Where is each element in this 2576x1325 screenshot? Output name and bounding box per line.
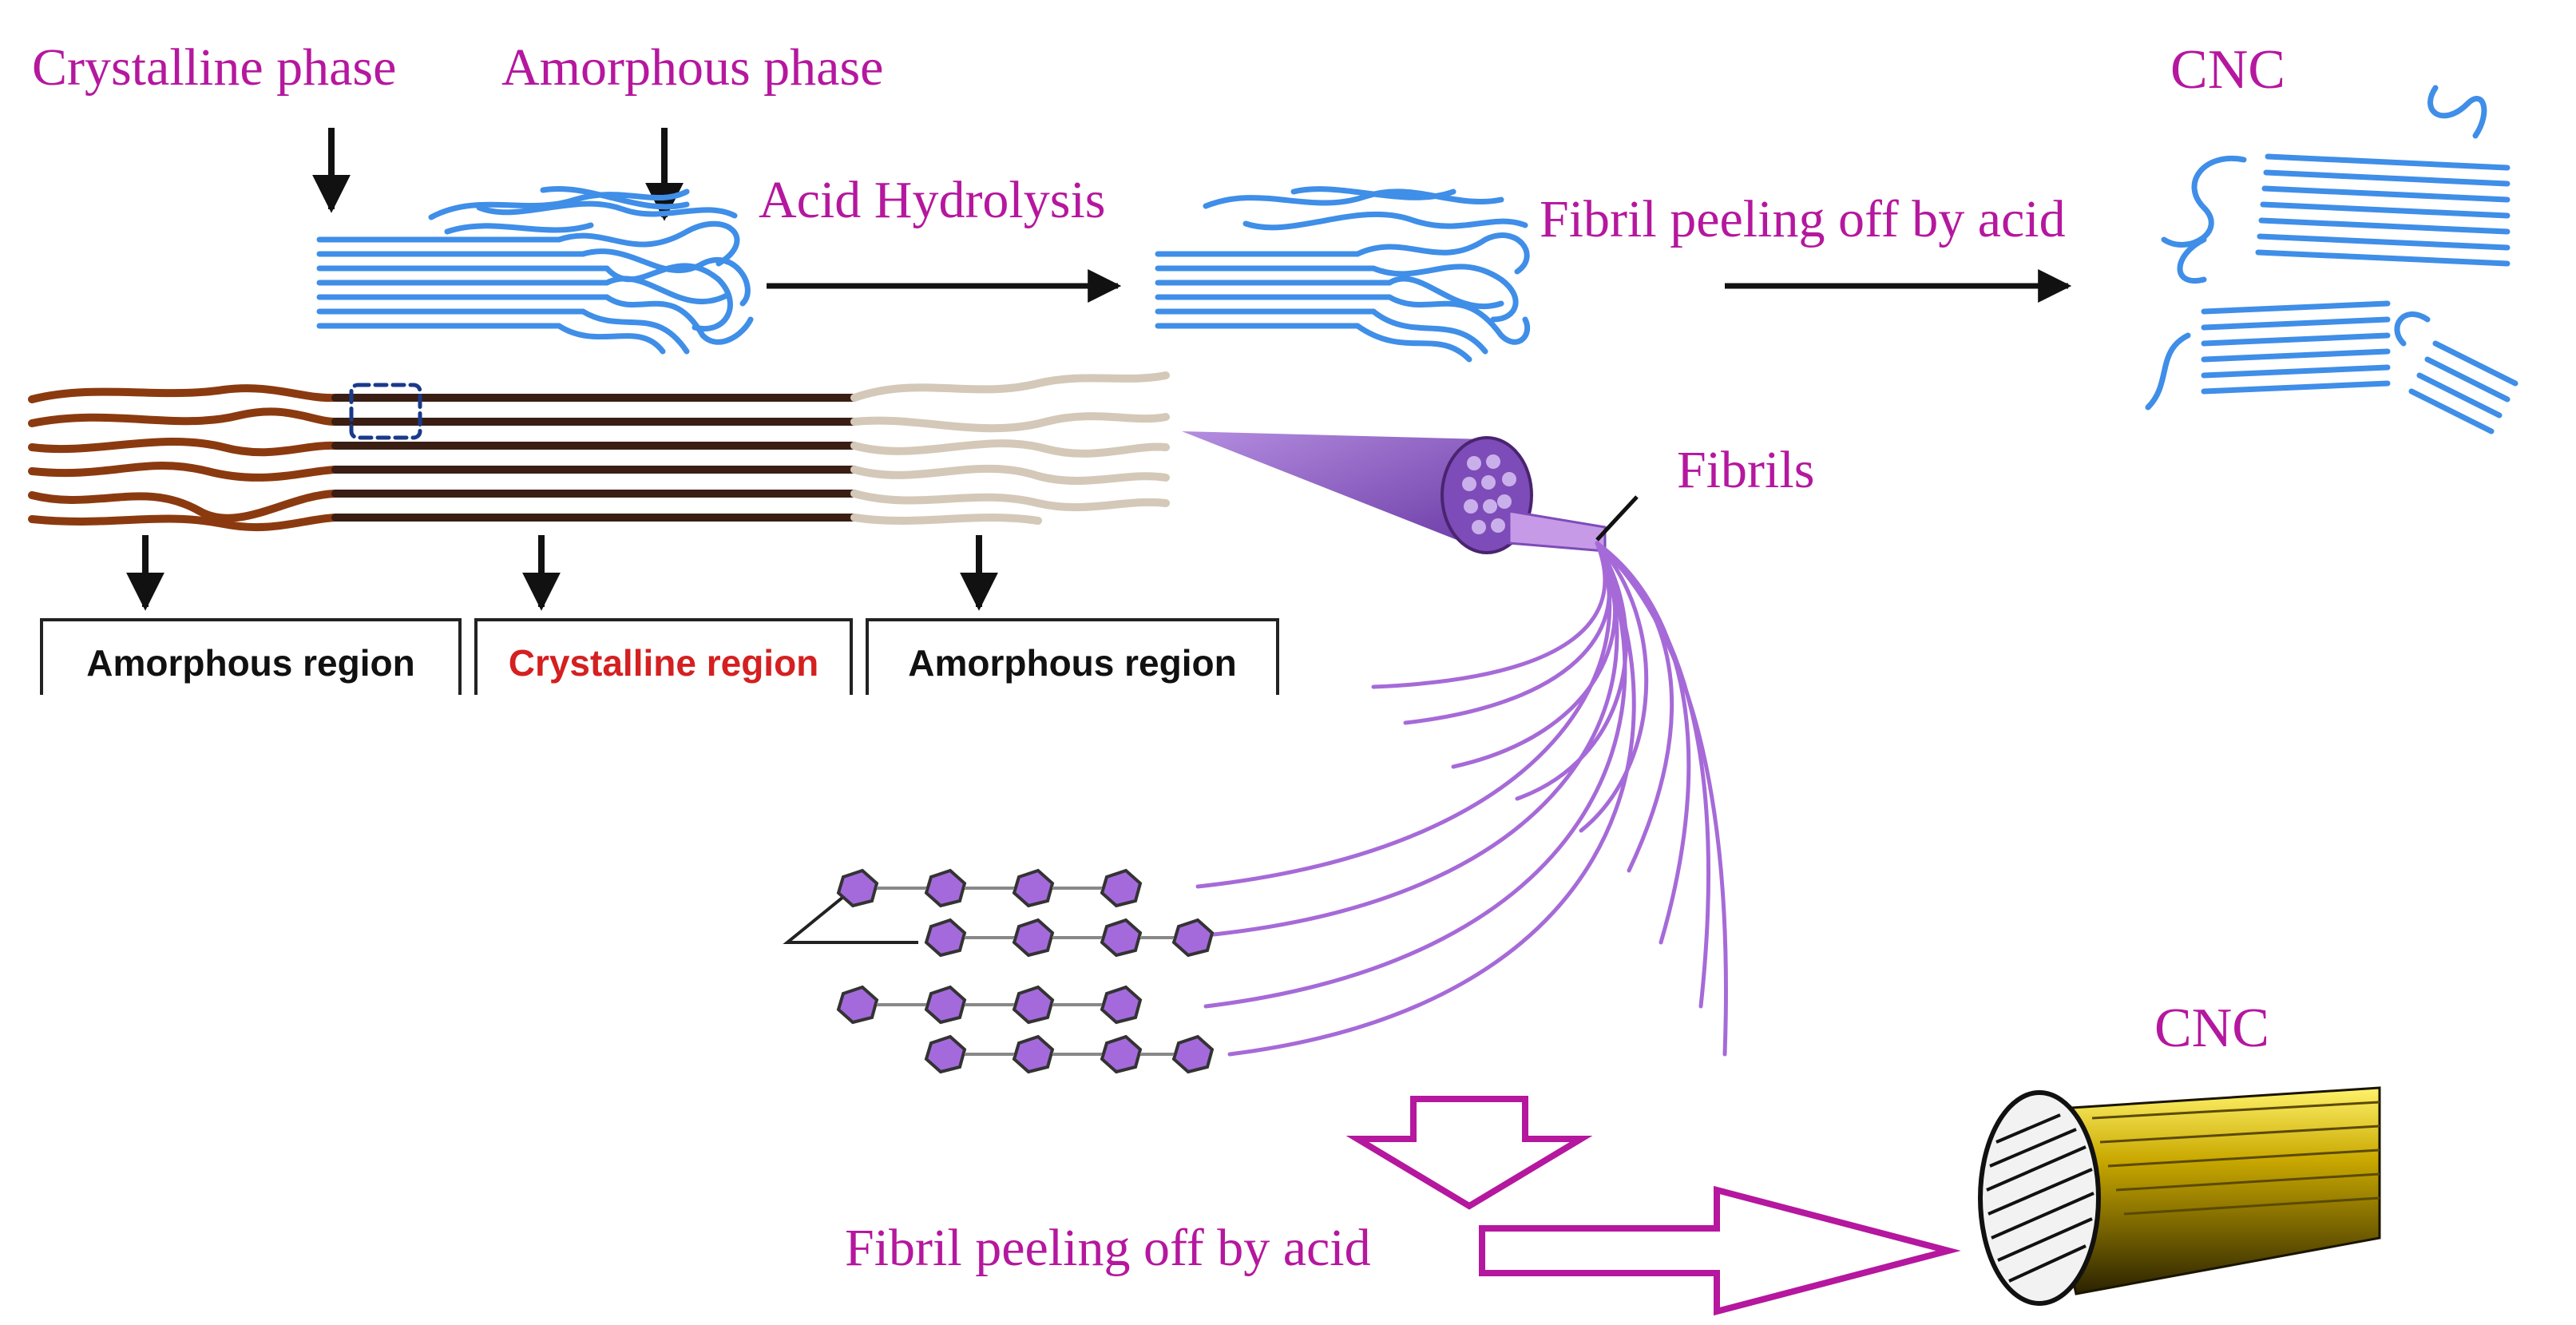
hollow-arrows bbox=[1345, 1096, 1961, 1316]
chain-row-2 bbox=[924, 918, 1215, 958]
hollow-right-arrow bbox=[1479, 1185, 1961, 1316]
amorphous-phase-label: Amorphous phase bbox=[501, 38, 883, 97]
chain-row-3 bbox=[836, 985, 1143, 1025]
cnc-top-label: CNC bbox=[2170, 39, 2285, 101]
amorphous-right-segment bbox=[850, 371, 1170, 525]
cnc-crystal-3d bbox=[1978, 1086, 2381, 1306]
region-label-amorphous-right: Amorphous region bbox=[908, 642, 1236, 684]
crystalline-phase-label: Crystalline phase bbox=[32, 38, 396, 97]
region-box-right bbox=[866, 618, 1279, 695]
unit-cell-highlight bbox=[349, 383, 422, 440]
region-label-amorphous-left: Amorphous region bbox=[86, 642, 414, 684]
fiber-cone bbox=[1182, 431, 1639, 554]
cellulose-chains bbox=[783, 868, 1215, 1074]
cnc-bottom-label: CNC bbox=[2154, 998, 2269, 1059]
fibril-strands bbox=[1195, 541, 1728, 1057]
down-arrows bbox=[126, 128, 998, 611]
blue-fiber-bundle-intact bbox=[316, 186, 754, 355]
chain-bracket bbox=[783, 885, 918, 944]
acid-hydrolysis-label: Acid Hydrolysis bbox=[759, 171, 1105, 229]
region-box-left bbox=[40, 618, 462, 695]
blue-fiber-bundle-hydrolyzed bbox=[1155, 186, 1531, 363]
region-label-crystalline: Crystalline region bbox=[509, 642, 819, 684]
fibril-peeling-bottom-label: Fibril peeling off by acid bbox=[845, 1219, 1371, 1277]
crystalline-middle-segment bbox=[331, 394, 858, 522]
cnc-crystal-cluster-top bbox=[2145, 85, 2519, 434]
microfibril-segments bbox=[28, 371, 1170, 532]
amorphous-left-segment bbox=[28, 384, 339, 532]
fibrils-label: Fibrils bbox=[1677, 441, 1814, 499]
region-box-middle bbox=[474, 618, 853, 695]
region-boxes bbox=[40, 618, 1279, 695]
fibrils-pointer bbox=[1595, 495, 1639, 542]
chain-row-4 bbox=[924, 1034, 1215, 1074]
chain-row-1 bbox=[836, 868, 1143, 908]
fibril-peeling-top-label: Fibril peeling off by acid bbox=[1540, 190, 2066, 248]
hollow-down-arrow bbox=[1345, 1096, 1593, 1210]
